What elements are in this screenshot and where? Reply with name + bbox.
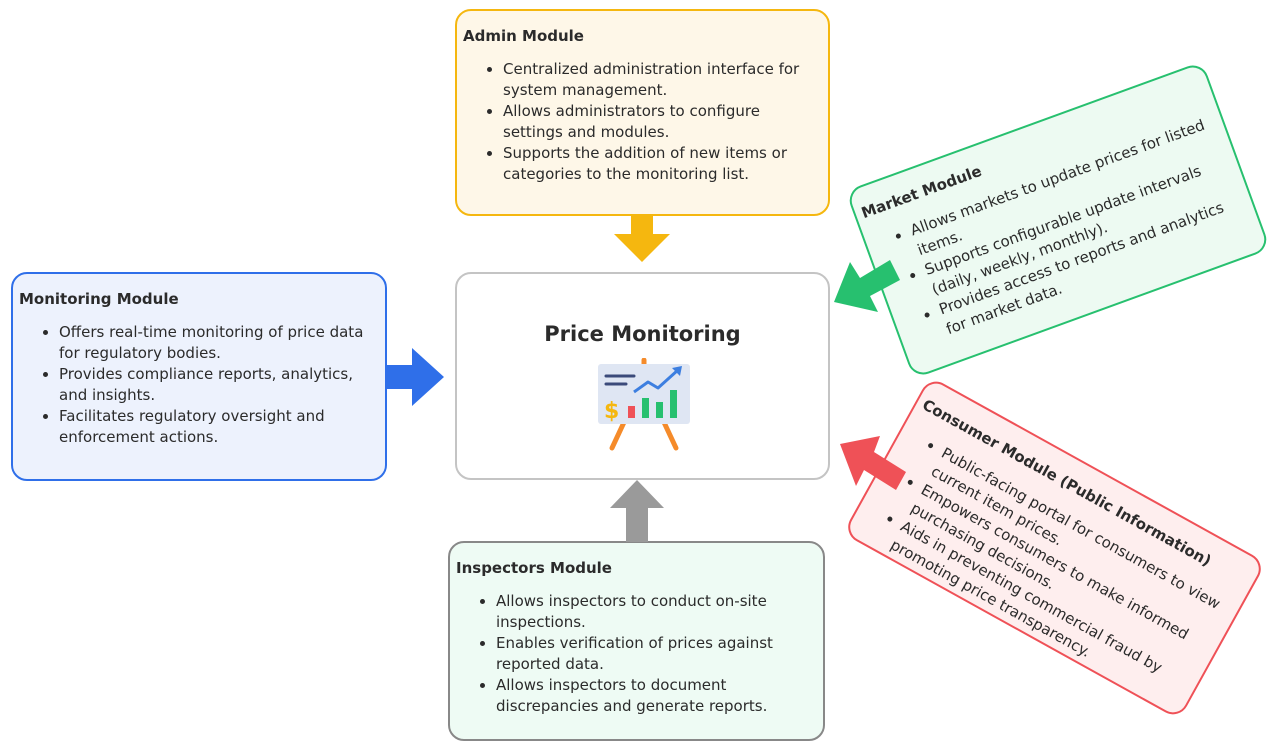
admin-module-item: Centralized administration interface for… <box>503 59 822 101</box>
arrow-admin-to-center <box>614 216 670 262</box>
inspectors-module-title: Inspectors Module <box>456 559 612 577</box>
arrow-inspectors-to-center <box>610 480 664 542</box>
admin-module-item: Supports the addition of new items or ca… <box>503 143 822 185</box>
admin-module-box: Admin Module Centralized administration … <box>455 9 830 216</box>
admin-module-list: Centralized administration interface for… <box>463 59 822 185</box>
monitoring-module-item: Facilitates regulatory oversight and enf… <box>59 406 379 448</box>
monitoring-module-box: Monitoring Module Offers real-time monit… <box>11 272 387 481</box>
consumer-module-box: Consumer Module (Public Information) Pub… <box>842 375 1267 721</box>
market-module-box: Market Module Allows markets to update p… <box>845 61 1269 379</box>
inspectors-module-box: Inspectors Module Allows inspectors to c… <box>448 541 825 741</box>
inspectors-module-list: Allows inspectors to conduct on-site ins… <box>456 591 817 717</box>
arrow-consumer-to-center <box>840 436 906 490</box>
price-monitoring-node: Price Monitoring $ <box>455 272 830 480</box>
arrow-monitoring-to-center <box>386 348 444 406</box>
admin-module-title: Admin Module <box>463 27 584 45</box>
inspectors-module-item: Allows inspectors to document discrepanc… <box>496 675 817 717</box>
monitoring-module-list: Offers real-time monitoring of price dat… <box>19 322 379 448</box>
arrow-market-to-center <box>834 260 900 312</box>
center-title: Price Monitoring <box>544 322 741 346</box>
monitoring-module-item: Provides compliance reports, analytics, … <box>59 364 379 406</box>
svg-text:$: $ <box>604 399 619 424</box>
inspectors-module-item: Allows inspectors to conduct on-site ins… <box>496 591 817 633</box>
admin-module-item: Allows administrators to configure setti… <box>503 101 822 143</box>
inspectors-module-item: Enables verification of prices against r… <box>496 633 817 675</box>
price-chart-board-icon: $ <box>598 358 690 451</box>
monitoring-module-item: Offers real-time monitoring of price dat… <box>59 322 379 364</box>
monitoring-module-title: Monitoring Module <box>19 290 179 308</box>
